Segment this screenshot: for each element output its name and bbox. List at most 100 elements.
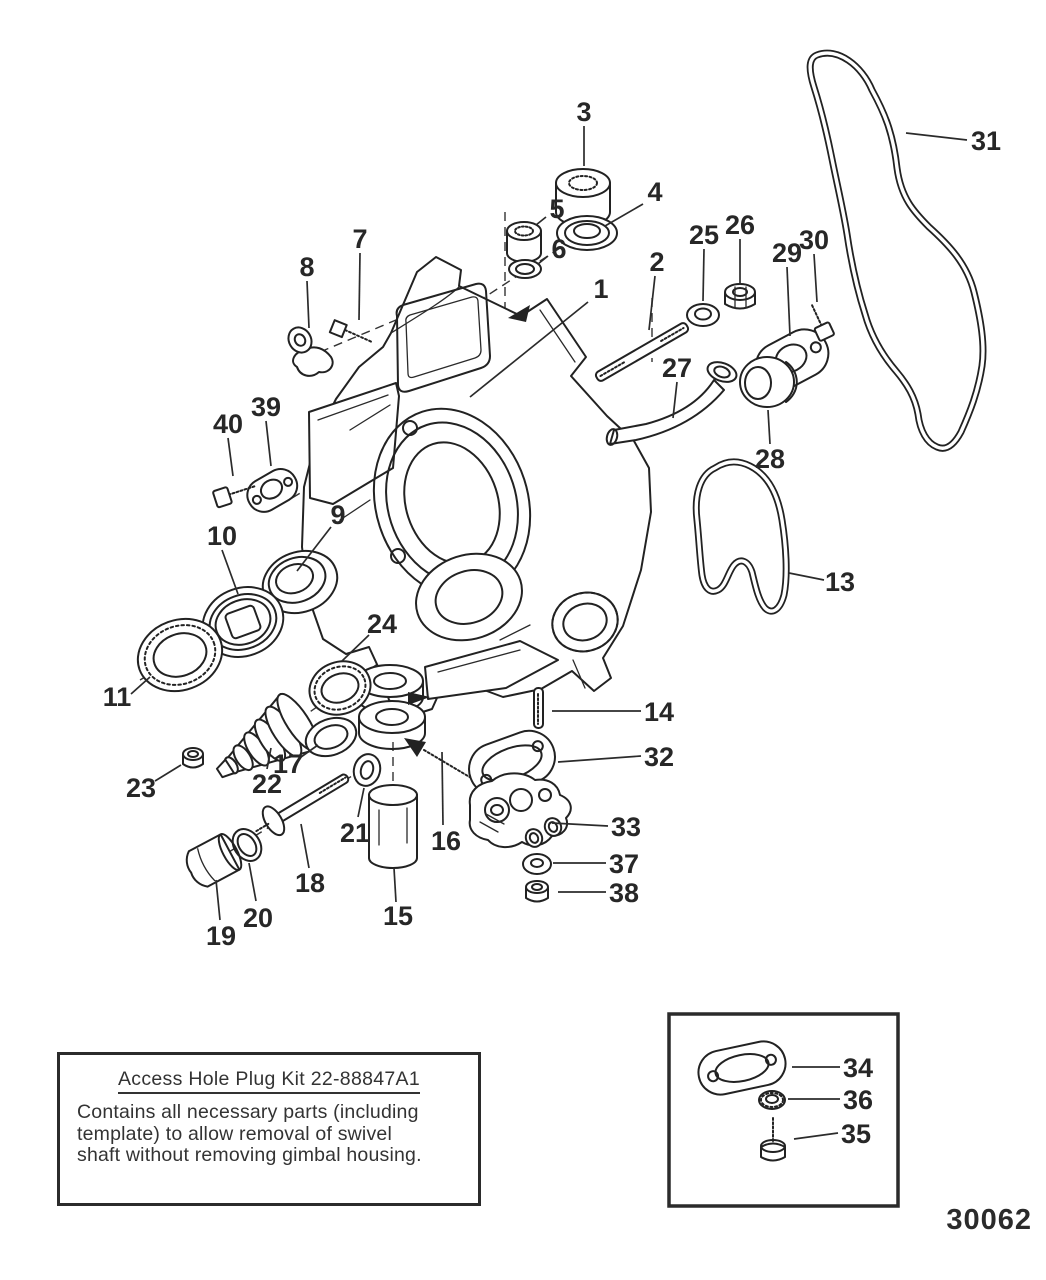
callout-label-9: 9 <box>330 500 345 530</box>
callout-leader-25 <box>702 248 705 302</box>
note-body-line: Contains all necessary parts (including <box>77 1101 419 1123</box>
note-title: Access Hole Plug Kit 22-88847A1 <box>60 1068 478 1094</box>
callout-label-37: 37 <box>609 849 639 879</box>
callout-label-16: 16 <box>431 826 461 856</box>
part-21-washer <box>352 753 382 787</box>
callout-leader-31 <box>905 132 968 141</box>
part-17-washer <box>304 716 358 758</box>
callout-leader-21 <box>357 787 365 818</box>
part-7-screw <box>328 319 373 343</box>
callout-leader-9 <box>296 526 332 572</box>
callout-label-5: 5 <box>549 194 564 224</box>
callout-leader-39 <box>265 420 272 467</box>
callout-leader-15 <box>393 867 397 903</box>
callout-label-15: 15 <box>383 901 413 931</box>
callout-label-36: 36 <box>843 1085 873 1115</box>
part-38-nut <box>525 880 549 903</box>
callout-label-38: 38 <box>609 878 639 908</box>
part-11-bearing-race <box>136 617 224 693</box>
callout-label-29: 29 <box>772 238 802 268</box>
callout-leader-23 <box>154 764 182 782</box>
part-15-plug-cylinder <box>368 784 418 869</box>
callout-label-39: 39 <box>251 392 281 422</box>
part-8-fitting <box>287 326 334 377</box>
callout-leader-27 <box>672 381 678 419</box>
part-31-gasket <box>806 49 987 452</box>
part-24-bearing <box>308 660 372 716</box>
callout-leader-2 <box>648 275 656 331</box>
callout-label-4: 4 <box>647 177 662 207</box>
callout-leader-19 <box>215 879 221 921</box>
callout-label-24: 24 <box>367 609 397 639</box>
callout-label-3: 3 <box>576 97 591 127</box>
part-28-bushing <box>739 356 798 408</box>
callout-leader-22 <box>266 747 272 770</box>
callout-leader-18 <box>300 823 310 869</box>
callout-label-23: 23 <box>126 773 156 803</box>
callout-label-14: 14 <box>644 697 674 727</box>
callout-leader-10 <box>221 549 239 595</box>
part-33-cover-assembly <box>468 772 572 848</box>
callout-leader-16 <box>441 751 444 826</box>
callout-leader-30 <box>813 253 818 303</box>
part-36-lock-washer <box>758 1090 786 1110</box>
callout-label-30: 30 <box>799 225 829 255</box>
callout-label-32: 32 <box>644 742 674 772</box>
callout-leader-7 <box>358 252 361 321</box>
part-4-oil-seal <box>556 215 618 251</box>
part-19-plug-cap <box>185 833 243 888</box>
part-22-boot <box>215 692 319 779</box>
callout-label-40: 40 <box>213 409 243 439</box>
callout-label-21: 21 <box>340 818 370 848</box>
callout-leader-35 <box>793 1132 839 1140</box>
callout-leader-24 <box>341 634 370 662</box>
gimbal-housing-art <box>301 256 652 750</box>
callout-leader-20 <box>248 862 257 902</box>
part-5-bushing <box>506 221 542 263</box>
part-26-nut <box>724 283 756 310</box>
part-35-bolt <box>760 1117 786 1162</box>
part-27-water-tube <box>605 361 738 446</box>
callout-label-7: 7 <box>352 224 367 254</box>
note-body-line: template) to allow removal of swivel <box>77 1122 392 1145</box>
inset-kit-box <box>667 1012 900 1208</box>
note-body: Contains all necessary parts (including … <box>77 1101 468 1167</box>
part-40-bolt <box>212 485 257 509</box>
note-body-line: shaft without removing gimbal housing. <box>77 1144 422 1166</box>
assembly-arrow-icon <box>508 305 530 322</box>
callout-label-26: 26 <box>725 210 755 240</box>
part-20-oring <box>231 828 263 862</box>
part-30-bolt <box>811 304 835 342</box>
part-16-pin <box>404 738 479 783</box>
callout-leader-13 <box>788 572 825 581</box>
callout-label-22: 22 <box>252 769 282 799</box>
callout-label-33: 33 <box>611 812 641 842</box>
part-37-washer <box>522 853 552 875</box>
part-2-stud <box>594 322 690 382</box>
part-6-washer <box>508 259 542 279</box>
callout-label-18: 18 <box>295 868 325 898</box>
callout-label-17: 17 <box>273 749 303 779</box>
callout-label-8: 8 <box>299 252 314 282</box>
part-14-stud <box>533 687 544 729</box>
callout-leader-4 <box>604 203 644 227</box>
callout-label-31: 31 <box>971 126 1001 156</box>
callout-leader-6 <box>537 255 549 265</box>
callout-leader-33 <box>551 822 609 827</box>
callout-label-13: 13 <box>825 567 855 597</box>
callout-label-11: 11 <box>103 682 132 712</box>
callout-label-19: 19 <box>206 921 236 951</box>
part-25-washer <box>686 303 720 327</box>
callout-leader-8 <box>306 280 310 329</box>
callout-label-34: 34 <box>843 1053 873 1083</box>
callout-leader-5 <box>535 216 547 226</box>
callout-label-25: 25 <box>689 220 719 250</box>
callout-label-35: 35 <box>841 1119 871 1149</box>
part-10-bearing-cup <box>201 586 285 658</box>
part-13-gasket <box>692 458 790 615</box>
callout-leader-1 <box>469 301 589 398</box>
part-18-screw <box>255 773 350 837</box>
callout-label-10: 10 <box>207 521 237 551</box>
